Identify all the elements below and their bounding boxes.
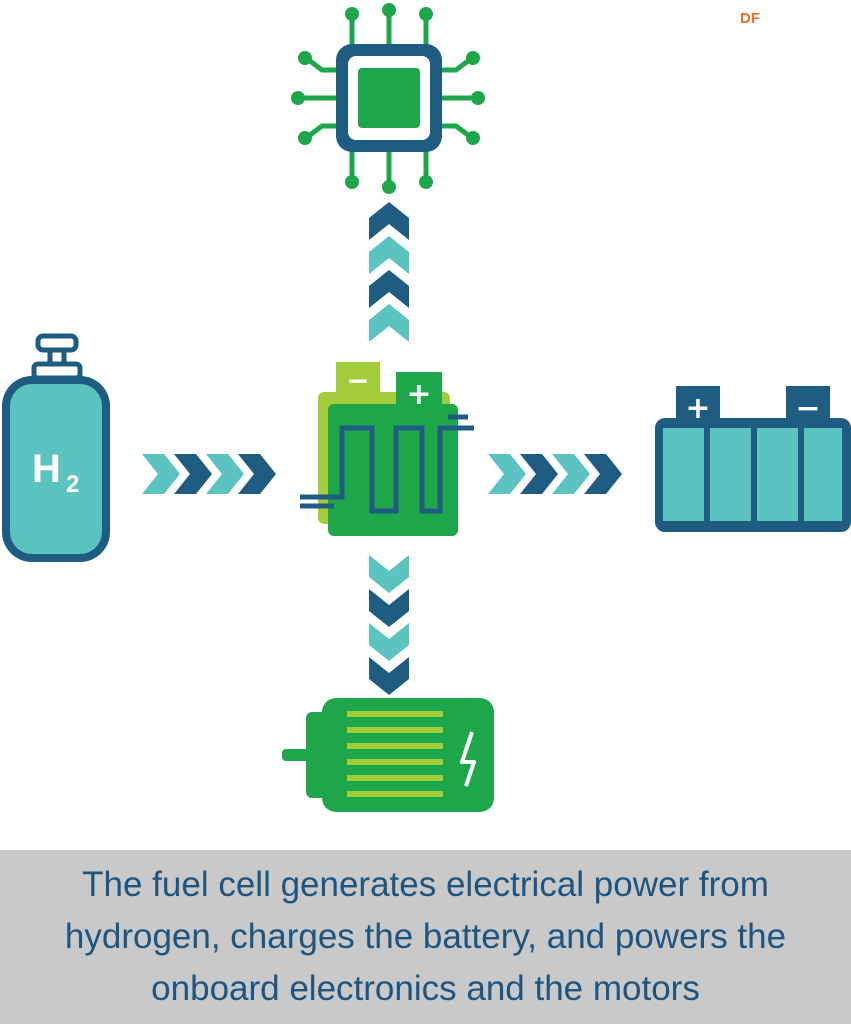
- brand-logo: DF: [740, 10, 760, 27]
- arrow-to-motor: [369, 555, 409, 695]
- fuel-cell-minus: −: [346, 364, 369, 397]
- caption-line-1: The fuel cell generates electrical power…: [82, 865, 769, 904]
- fuel-cell-diagram: H 2 − + + −: [2, 3, 851, 812]
- arrow-fuel-cell-to-battery: [488, 454, 622, 494]
- fuel-cell-plus: +: [406, 377, 431, 412]
- caption-bar: The fuel cell generates electrical power…: [0, 850, 851, 1024]
- fuel-cell-icon: − +: [300, 362, 474, 536]
- microchip-icon: [291, 3, 485, 194]
- diagram-caption: The fuel cell generates electrical power…: [0, 859, 851, 1015]
- arrow-hydrogen-to-fuel-cell: [142, 454, 276, 494]
- arrow-to-electronics: [369, 202, 409, 342]
- hydrogen-tank-icon: H 2: [2, 333, 110, 562]
- hydrogen-subscript: 2: [66, 471, 79, 498]
- lightning-bolt-icon: [460, 731, 476, 787]
- electric-motor-icon: [282, 698, 494, 812]
- battery-icon: + −: [655, 386, 851, 532]
- hydrogen-label: H: [32, 447, 61, 491]
- caption-line-3: onboard electronics and the motors: [151, 969, 700, 1008]
- caption-line-2: hydrogen, charges the battery, and power…: [64, 917, 787, 956]
